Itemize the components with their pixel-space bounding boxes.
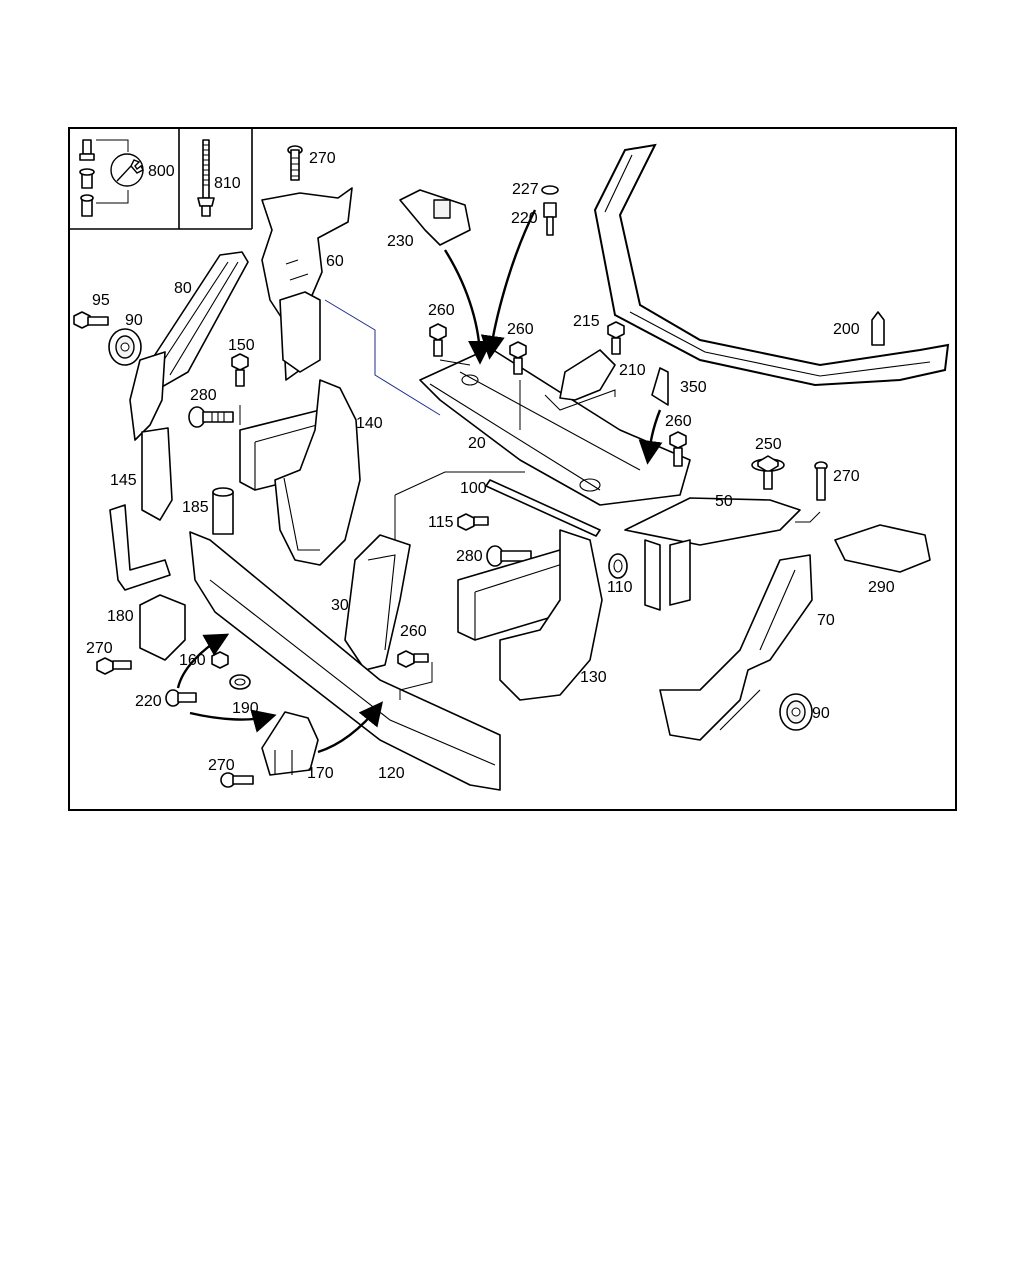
bolt-kit-800 bbox=[79, 139, 129, 217]
label-170: 170 bbox=[307, 765, 334, 782]
label-30: 30 bbox=[331, 597, 349, 614]
bracket-30 bbox=[344, 534, 411, 671]
bolt-260-d bbox=[397, 650, 429, 668]
label-270-right: 270 bbox=[833, 468, 860, 485]
label-140: 140 bbox=[356, 415, 383, 432]
label-150: 150 bbox=[228, 337, 255, 354]
label-70: 70 bbox=[817, 612, 835, 629]
label-810: 810 bbox=[214, 175, 241, 192]
label-270-top: 270 bbox=[309, 150, 336, 167]
bolt-270-left bbox=[96, 657, 132, 675]
label-20: 20 bbox=[468, 435, 486, 452]
bracket-145 bbox=[109, 427, 173, 591]
label-800: 800 bbox=[148, 163, 175, 180]
bolt-280-left bbox=[188, 406, 234, 428]
label-260-a: 260 bbox=[428, 302, 455, 319]
tube-185 bbox=[212, 487, 234, 535]
label-90-right: 90 bbox=[812, 705, 830, 722]
label-215: 215 bbox=[573, 313, 600, 330]
bolt-260-a bbox=[429, 323, 447, 357]
clip-350 bbox=[651, 367, 669, 406]
label-200: 200 bbox=[833, 321, 860, 338]
crashbox-130 bbox=[457, 529, 603, 701]
label-227: 227 bbox=[512, 181, 539, 198]
label-60: 60 bbox=[326, 253, 344, 270]
bolt-260-c bbox=[669, 431, 687, 467]
label-185: 185 bbox=[182, 499, 209, 516]
inset-panels bbox=[69, 128, 253, 230]
label-100: 100 bbox=[460, 480, 487, 497]
label-130: 130 bbox=[580, 669, 607, 686]
bracket-50 bbox=[624, 497, 801, 611]
diagram-frame bbox=[68, 127, 957, 811]
label-260-c: 260 bbox=[665, 413, 692, 430]
bracket-180 bbox=[139, 594, 186, 661]
bolt-95 bbox=[73, 311, 109, 329]
label-90-left: 90 bbox=[125, 312, 143, 329]
label-290: 290 bbox=[868, 579, 895, 596]
cover-290 bbox=[834, 524, 931, 573]
label-120: 120 bbox=[378, 765, 405, 782]
label-95: 95 bbox=[92, 292, 110, 309]
label-230: 230 bbox=[387, 233, 414, 250]
stud-810 bbox=[197, 139, 215, 217]
bolt-270-right bbox=[814, 461, 828, 501]
label-115: 115 bbox=[428, 514, 454, 531]
label-220-lower: 220 bbox=[135, 693, 162, 710]
label-280-right: 280 bbox=[456, 548, 483, 565]
bolt-270-bottom bbox=[220, 772, 254, 788]
label-50: 50 bbox=[715, 493, 733, 510]
bolt-270-top bbox=[287, 145, 303, 181]
label-220-upper: 220 bbox=[511, 210, 538, 227]
crossmember-20 bbox=[419, 347, 691, 506]
rod-100 bbox=[485, 479, 601, 537]
bolt-220-upper bbox=[543, 202, 557, 236]
label-270-left: 270 bbox=[86, 640, 113, 657]
mount-90-left bbox=[108, 328, 142, 366]
bolt-150 bbox=[231, 353, 249, 387]
grommet-110 bbox=[608, 553, 628, 579]
nut-250 bbox=[751, 455, 785, 490]
label-180: 180 bbox=[107, 608, 134, 625]
bracket-210 bbox=[559, 349, 616, 401]
seal-200 bbox=[593, 143, 950, 387]
crashbox-140 bbox=[239, 379, 361, 566]
label-280-left: 280 bbox=[190, 387, 217, 404]
label-110: 110 bbox=[607, 579, 633, 596]
label-80: 80 bbox=[174, 280, 192, 297]
washer-227 bbox=[541, 185, 559, 195]
latch-230 bbox=[399, 189, 471, 246]
label-270-bottom: 270 bbox=[208, 757, 235, 774]
bolt-280-right bbox=[486, 545, 532, 567]
leader-lines bbox=[239, 299, 821, 700]
mount-90-right bbox=[779, 693, 813, 731]
label-260-d: 260 bbox=[400, 623, 427, 640]
grommet-190 bbox=[229, 674, 251, 690]
label-350: 350 bbox=[680, 379, 707, 396]
label-145: 145 bbox=[110, 472, 137, 489]
side-bracket-left bbox=[129, 351, 166, 441]
bolt-115 bbox=[457, 513, 489, 531]
beam-120 bbox=[189, 531, 501, 791]
bolt-260-b bbox=[509, 341, 527, 375]
label-190: 190 bbox=[232, 700, 259, 717]
wrench-icon bbox=[110, 153, 144, 187]
bolt-220-lower bbox=[165, 689, 197, 707]
assembly-arrows bbox=[176, 209, 663, 754]
strut-70 bbox=[659, 554, 813, 741]
nut-160 bbox=[211, 651, 229, 669]
label-260-b: 260 bbox=[507, 321, 534, 338]
label-250: 250 bbox=[755, 436, 782, 453]
bracket-60 bbox=[261, 187, 353, 381]
label-210: 210 bbox=[619, 362, 646, 379]
bolt-215 bbox=[607, 321, 625, 355]
